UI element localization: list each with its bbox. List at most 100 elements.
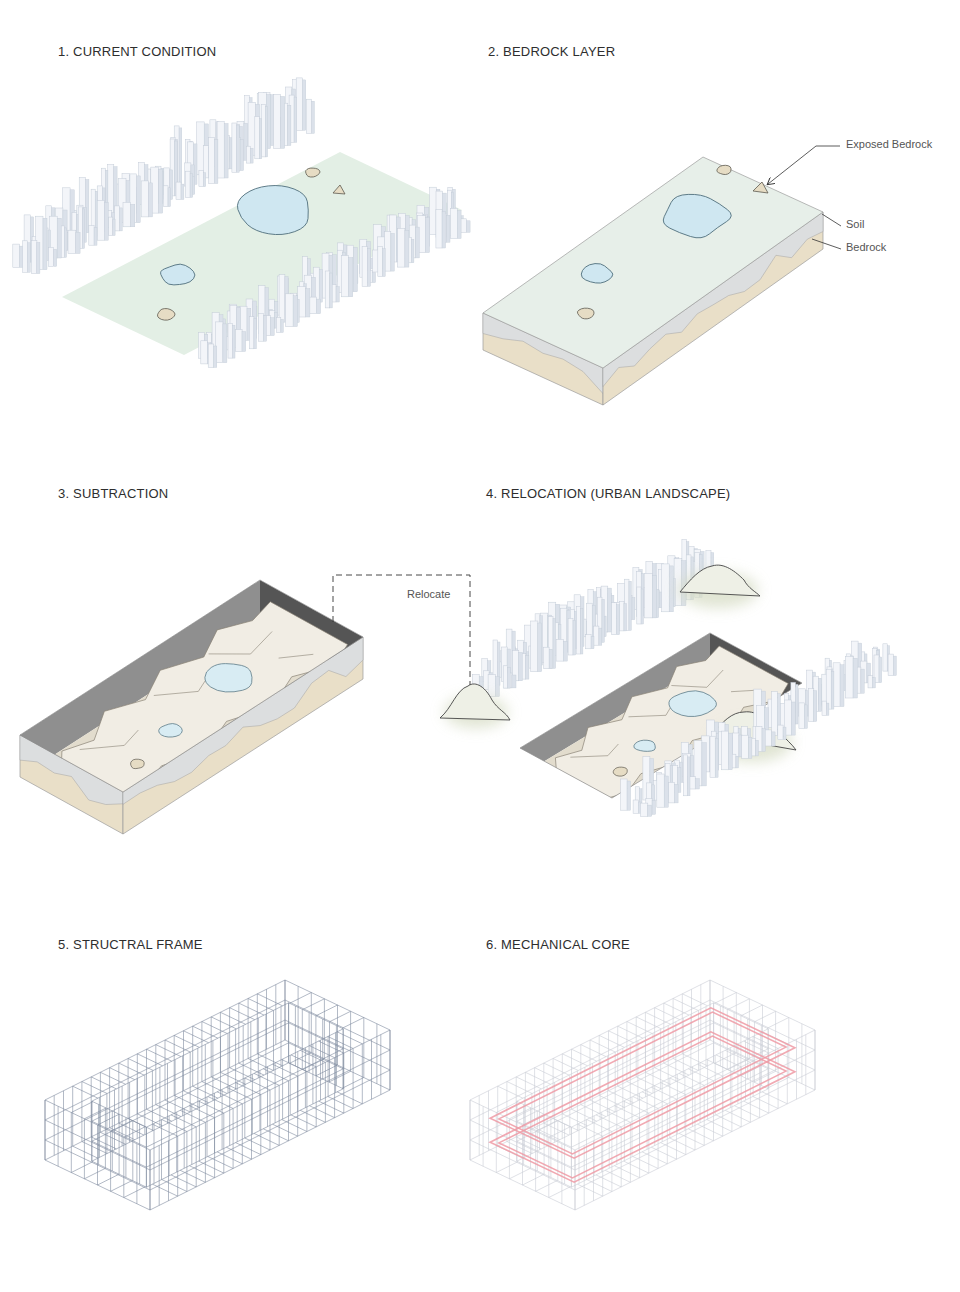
- building-side: [254, 319, 257, 349]
- lake: [669, 691, 717, 717]
- rim: [20, 580, 363, 792]
- building-side: [695, 779, 699, 789]
- building: [531, 621, 538, 672]
- building: [274, 94, 281, 148]
- building: [23, 241, 28, 272]
- building-side: [715, 738, 718, 777]
- building-side: [549, 649, 552, 669]
- building-side: [28, 243, 31, 272]
- building-side: [82, 209, 84, 249]
- rock-outcrop: [306, 168, 320, 177]
- building-side: [37, 243, 40, 274]
- building-side: [641, 589, 643, 624]
- building-side: [457, 210, 461, 238]
- building-side: [159, 169, 163, 213]
- building-side: [179, 128, 182, 184]
- building-side: [538, 623, 542, 672]
- building-side: [383, 249, 386, 277]
- building: [201, 341, 208, 364]
- building: [89, 226, 94, 246]
- building-side: [804, 705, 807, 729]
- building-side: [319, 269, 322, 302]
- building: [255, 117, 259, 159]
- building-side: [76, 232, 80, 253]
- leader-line: [812, 239, 841, 249]
- building: [430, 187, 437, 234]
- building: [123, 202, 131, 227]
- building-side: [94, 228, 97, 246]
- building: [208, 344, 214, 367]
- building: [13, 244, 20, 267]
- building-side: [581, 608, 583, 654]
- building-side: [728, 733, 732, 770]
- building-side: [814, 691, 817, 722]
- building: [246, 146, 250, 163]
- building: [633, 800, 639, 813]
- building-side: [762, 729, 765, 752]
- building: [619, 602, 624, 631]
- building: [657, 774, 664, 807]
- building: [710, 736, 715, 777]
- pit: [520, 633, 802, 826]
- building-side: [294, 97, 297, 142]
- lake: [159, 724, 183, 738]
- building: [185, 171, 190, 197]
- building-side: [519, 652, 523, 680]
- building: [436, 210, 442, 249]
- building: [97, 200, 104, 240]
- building: [587, 603, 593, 639]
- building-side: [652, 801, 656, 815]
- building: [209, 138, 215, 184]
- building: [109, 217, 113, 235]
- building-side: [181, 184, 184, 199]
- lake: [205, 664, 252, 692]
- structural-grid: [45, 980, 390, 1210]
- building-side: [629, 581, 631, 630]
- building: [249, 317, 254, 349]
- ridge-line: [570, 744, 618, 757]
- park-plane: [62, 152, 462, 355]
- building: [197, 122, 205, 175]
- building: [799, 703, 805, 729]
- building: [341, 256, 348, 297]
- building-side: [316, 299, 320, 314]
- building: [883, 644, 887, 671]
- building: [378, 247, 383, 277]
- lake: [581, 264, 613, 284]
- ridge-line: [629, 707, 671, 717]
- top-surface: [483, 157, 823, 368]
- building: [577, 606, 581, 654]
- building-side: [796, 684, 799, 724]
- building-side: [748, 737, 752, 758]
- building-side: [190, 173, 193, 197]
- building-side: [281, 96, 285, 148]
- building: [306, 99, 311, 133]
- building-side: [120, 208, 123, 231]
- building-side: [281, 319, 283, 332]
- building: [778, 725, 783, 740]
- building: [586, 635, 591, 649]
- building-side: [791, 702, 795, 735]
- building: [199, 171, 203, 187]
- building: [398, 228, 405, 267]
- city-block: [621, 641, 897, 816]
- rock-outcrop: [131, 759, 145, 768]
- exposed-bedrock: [61, 602, 347, 802]
- building-side: [330, 273, 333, 308]
- rock-outcrop: [613, 767, 627, 776]
- rock-outcrop: [577, 308, 594, 319]
- building-side: [104, 202, 108, 240]
- building-side: [306, 289, 310, 317]
- building-side: [168, 188, 171, 207]
- rock-outcrop: [157, 309, 175, 321]
- building-side: [412, 239, 414, 262]
- building: [450, 208, 457, 238]
- building-side: [224, 124, 228, 179]
- city-block: [199, 187, 471, 367]
- building-side: [293, 296, 297, 327]
- mechanical-loop: [490, 1032, 795, 1182]
- rock-outcrop: [333, 185, 345, 194]
- building-side: [405, 230, 409, 267]
- building: [31, 241, 37, 274]
